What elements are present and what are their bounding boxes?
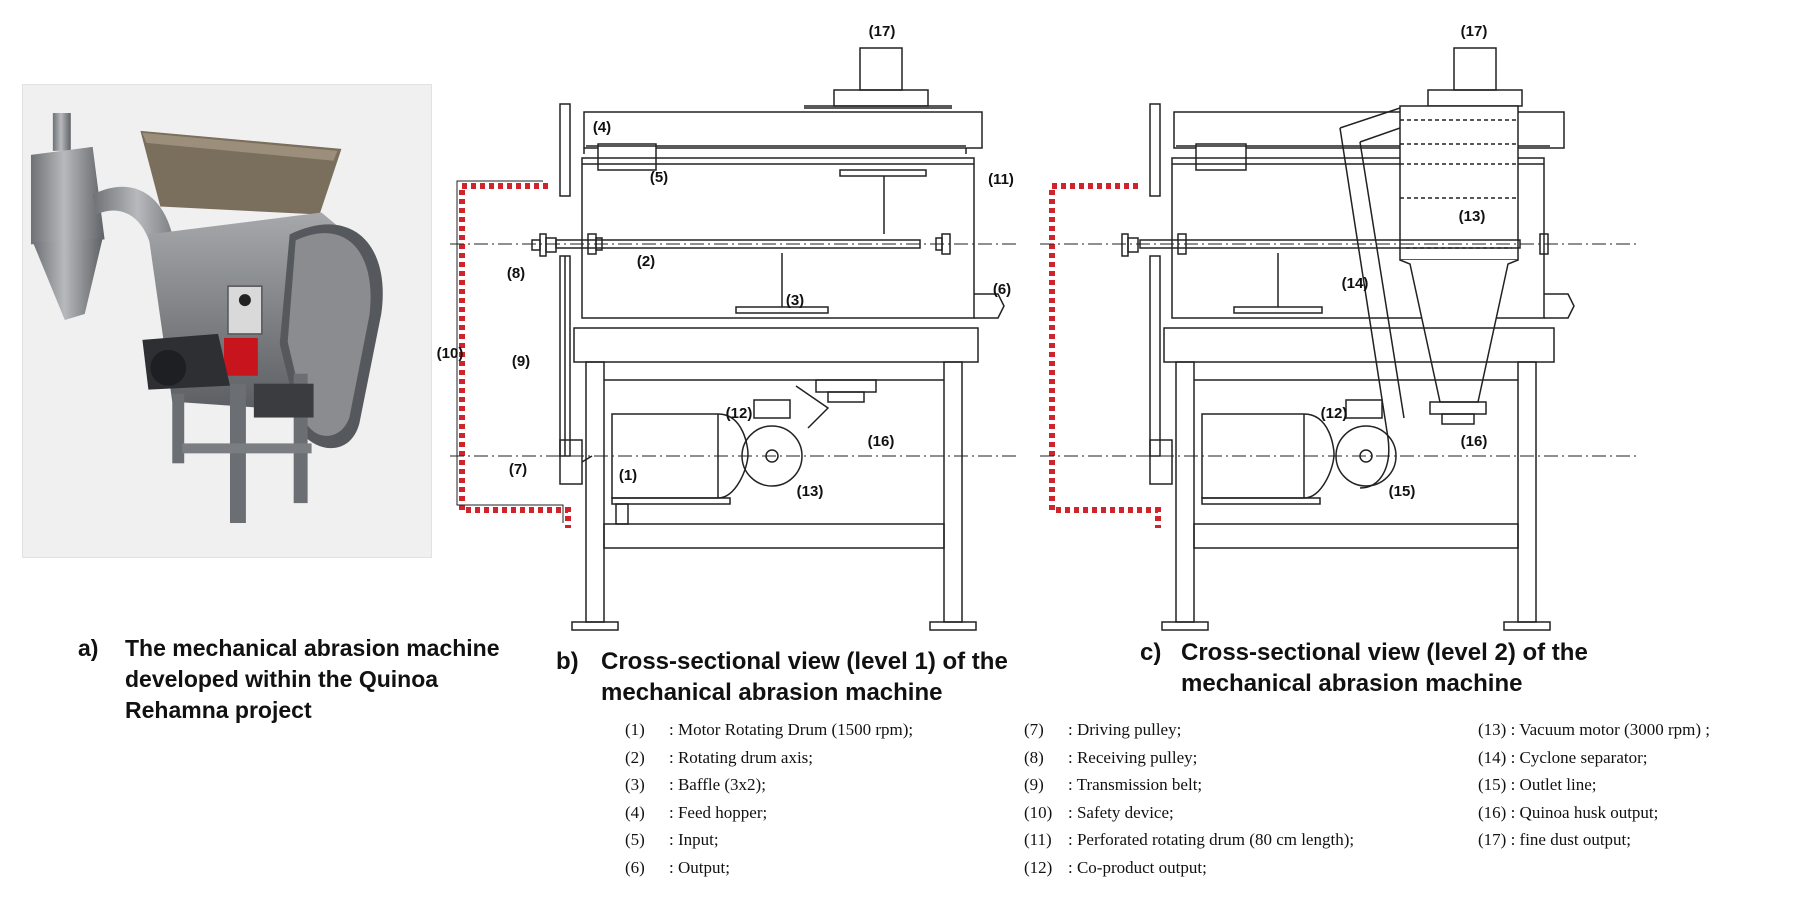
caption-text-b: Cross-sectional view (level 1) of the me… <box>601 648 1008 706</box>
legend-number: (8) <box>1024 747 1044 767</box>
legend-item: (1) : Motor Rotating Drum (1500 rpm); <box>625 716 913 744</box>
legend-item: (11) : Perforated rotating drum (80 cm le… <box>1024 826 1354 854</box>
legend-text: : Output; <box>669 857 730 877</box>
legend-number: (13) <box>1478 720 1507 739</box>
legend-number: (1) <box>625 720 645 739</box>
caption-letter-a: a) <box>78 635 99 661</box>
legend-column-1: (1) : Motor Rotating Drum (1500 rpm); (2)… <box>625 716 913 881</box>
legend-text: : Co-product output; <box>1068 857 1207 877</box>
caption-letter-b: b) <box>556 648 579 675</box>
legend-item: (7) : Driving pulley; <box>1024 716 1354 744</box>
callout-7: (7) <box>509 461 527 478</box>
legend-text: : Receiving pulley; <box>1068 747 1198 767</box>
legend-text: : Feed hopper; <box>669 802 768 822</box>
legend-item: (14) : Cyclone separator; <box>1478 744 1710 772</box>
callout-16: (16) <box>868 433 895 450</box>
legend-column-3: (13) : Vacuum motor (3000 rpm) ; (14) : … <box>1478 716 1710 854</box>
callout-16: (16) <box>1461 433 1488 450</box>
legend-text: : Cyclone separator; <box>1510 747 1648 767</box>
legend-number: (2) <box>625 747 645 767</box>
legend-number: (12) <box>1024 857 1053 877</box>
callout-13: (15) <box>1389 483 1416 500</box>
callout-2: (2) <box>637 253 655 270</box>
legend-item: (15) : Outlet line; <box>1478 771 1710 799</box>
callout-14: (13) <box>1459 208 1486 225</box>
legend-number: (7) <box>1024 720 1044 739</box>
legend-item: (10) : Safety device; <box>1024 799 1354 827</box>
legend-item: (5) : Input; <box>625 826 913 854</box>
legend-number: (17) <box>1478 830 1507 849</box>
legend-text: : Baffle (3x2); <box>669 775 766 794</box>
legend-item: (13) : Vacuum motor (3000 rpm) ; <box>1478 716 1710 744</box>
callout-17: (17) <box>1461 23 1488 40</box>
legend-item: (12) : Co-product output; <box>1024 854 1354 882</box>
callout-17: (17) <box>869 23 896 40</box>
legend-number: (4) <box>625 802 645 822</box>
legend-item: (3) : Baffle (3x2); <box>625 771 913 799</box>
legend-text: : Vacuum motor (3000 rpm) ; <box>1510 720 1710 739</box>
legend-item: (4) : Feed hopper; <box>625 799 913 827</box>
legend-text: : Outlet line; <box>1510 775 1597 794</box>
legend-text: : Rotating drum axis; <box>669 747 814 767</box>
legend-text: : Safety device; <box>1068 802 1174 822</box>
legend-text: : Motor Rotating Drum (1500 rpm); <box>669 720 914 739</box>
callout-9: (9) <box>512 353 530 370</box>
legend-number: (9) <box>1024 775 1044 794</box>
legend-item: (17) : fine dust output; <box>1478 826 1710 854</box>
legend-number: (16) <box>1478 802 1507 822</box>
legend-item: (9) : Transmission belt; <box>1024 771 1354 799</box>
callout-1: (1) <box>619 467 637 484</box>
callout-12: (12) <box>1321 405 1348 422</box>
caption-letter-c: c) <box>1140 639 1162 666</box>
legend-text: : Perforated rotating drum (80 cm length… <box>1068 830 1355 849</box>
cross-section-level-1-drawing: (17) (4) (5) (11) (2) (8) (6) (3) (10) (… <box>437 23 1016 631</box>
callout-10: (10) <box>437 345 464 362</box>
legend-text: : Quinoa husk output; <box>1510 802 1659 822</box>
legend-text: : Driving pulley; <box>1068 720 1182 739</box>
callout-8: (8) <box>507 265 525 282</box>
legend-item: (16) : Quinoa husk output; <box>1478 799 1710 827</box>
cross-section-level-2-drawing: (17) (13) (14) (12) (16) (15) <box>1040 23 1640 631</box>
legend-item: (2) : Rotating drum axis; <box>625 744 913 772</box>
legend-number: (5) <box>625 830 645 849</box>
machine-photo-illustration <box>30 113 383 524</box>
callout-11: (11) <box>988 171 1014 188</box>
legend-number: (15) <box>1478 775 1507 794</box>
legend-number: (14) <box>1478 747 1507 767</box>
legend-number: (10) <box>1024 802 1053 822</box>
callout-12: (12) <box>726 405 753 422</box>
legend-column-2: (7) : Driving pulley; (8) : Receiving pull… <box>1024 716 1354 881</box>
callout-5: (5) <box>650 169 668 186</box>
legend-text: : Input; <box>669 830 719 849</box>
machine-photo <box>22 84 432 558</box>
legend-text: : Transmission belt; <box>1068 775 1203 794</box>
callout-4: (4) <box>593 119 611 136</box>
legend-number: (3) <box>625 775 645 794</box>
callout-13: (13) <box>797 483 824 500</box>
callout-15: (14) <box>1342 275 1369 292</box>
callout-6: (6) <box>993 281 1011 298</box>
legend-text: : fine dust output; <box>1510 830 1631 849</box>
legend-item: (8) : Receiving pulley; <box>1024 744 1354 772</box>
callout-3: (3) <box>786 292 804 309</box>
caption-text-c: Cross-sectional view (level 2) of the me… <box>1181 639 1588 697</box>
legend-item: (6) : Output; <box>625 854 913 882</box>
legend-number: (11) <box>1024 830 1052 849</box>
legend-number: (6) <box>625 857 645 877</box>
caption-text-a: The mechanical abrasion machine develope… <box>125 635 500 723</box>
